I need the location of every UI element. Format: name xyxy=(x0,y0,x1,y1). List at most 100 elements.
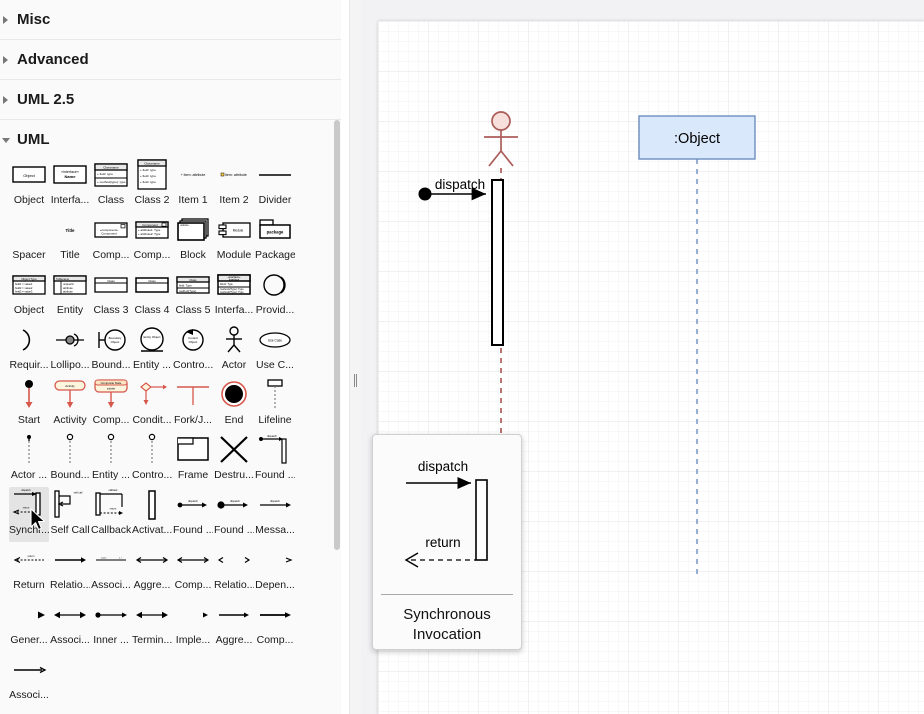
shape-label: Object xyxy=(13,304,45,316)
svg-text:Object: Object xyxy=(111,340,120,344)
shape-control-lifeline[interactable]: Contro... xyxy=(132,432,172,487)
shape-activation[interactable]: Activat... xyxy=(132,487,172,542)
shape-component-1[interactable]: «component» Component Comp... xyxy=(91,212,131,267)
shape-label: Self Call xyxy=(50,524,90,536)
self-call-icon: self call xyxy=(50,487,90,523)
shape-interface-2[interactable]: «interface» Interface field1: Type metho… xyxy=(214,267,254,322)
shape-actor[interactable]: Actor xyxy=(214,322,254,377)
shape-relationship-2[interactable]: Relatio... xyxy=(214,542,254,597)
shape-found-message-1[interactable]: dispatch Found ... xyxy=(173,487,213,542)
shape-lollipop[interactable]: Lollipo... xyxy=(50,322,90,377)
boundary-lifeline-icon xyxy=(50,432,90,468)
shape-package[interactable]: package Package xyxy=(255,212,295,267)
entity-object-icon: Entity Object xyxy=(132,322,172,358)
sidebar-scrollbar-track[interactable] xyxy=(333,0,341,714)
sidebar-section-uml[interactable]: UML xyxy=(0,120,341,160)
shape-label: Imple... xyxy=(175,634,211,646)
uml-shape-palette: Object Object «interface» Name Interfa..… xyxy=(0,157,341,714)
shape-dependency[interactable]: Depen... xyxy=(255,542,295,597)
shape-item-1[interactable]: + item: attribute Item 1 xyxy=(173,157,213,212)
shape-label: Module xyxy=(216,249,252,261)
shape-boundary-object[interactable]: Boundary Object Bound... xyxy=(91,322,131,377)
shape-aggregation-1[interactable]: Aggre... xyxy=(132,542,172,597)
shape-frame[interactable]: Frame xyxy=(173,432,213,487)
shape-association-3[interactable]: Associ... xyxy=(9,652,49,707)
shape-class-3[interactable]: Class Class 3 xyxy=(91,267,131,322)
shape-generalization[interactable]: Gener... xyxy=(9,597,49,652)
shape-activity[interactable]: Activity Activity xyxy=(50,377,90,432)
shape-composite-state[interactable]: Composite State subtitle Comp... xyxy=(91,377,131,432)
shape-block[interactable]: «block» Block xyxy=(173,212,213,267)
shape-found-message-2[interactable]: dispatch Found ... xyxy=(214,487,254,542)
actor-lifeline[interactable] xyxy=(484,111,518,440)
shape-interface[interactable]: «interface» Name Interfa... xyxy=(50,157,90,212)
shape-actor-lifeline[interactable]: Actor ... xyxy=(9,432,49,487)
svg-text:«interface»: «interface» xyxy=(228,275,241,279)
shape-condition[interactable]: Condit... xyxy=(132,377,172,432)
shape-entity-object[interactable]: Entity Object Entity ... xyxy=(132,322,172,377)
association3-arrow-icon xyxy=(9,652,49,688)
shape-label: Bound... xyxy=(91,359,131,371)
found-message-dispatch[interactable]: dispatch xyxy=(418,177,487,201)
shape-entity-lifeline[interactable]: Entity ... xyxy=(91,432,131,487)
shape-association-1[interactable]: name 1..* Associ... xyxy=(91,542,131,597)
shape-title[interactable]: Title Title xyxy=(50,212,90,267)
sidebar-section-uml25[interactable]: UML 2.5 xyxy=(0,80,341,120)
shape-required-interface[interactable]: Requir... xyxy=(9,322,49,377)
shape-use-case[interactable]: Use Case Use C... xyxy=(255,322,295,377)
shape-entity[interactable]: Tablename uniqueId attribute attribute E… xyxy=(50,267,90,322)
shape-end[interactable]: End xyxy=(214,377,254,432)
svg-text:item: attribute: item: attribute xyxy=(225,173,247,177)
shape-class-4[interactable]: Class Class 4 xyxy=(132,267,172,322)
shape-provided-interface[interactable]: Provid... xyxy=(255,267,295,322)
svg-text:+ method(type): type: + method(type): type xyxy=(97,180,126,184)
shape-label: Termin... xyxy=(132,634,172,646)
shape-destruction[interactable]: Destru... xyxy=(214,432,254,487)
shape-message[interactable]: dispatch Messa... xyxy=(255,487,295,542)
chevron-right-icon xyxy=(3,95,8,104)
sidebar-section-misc[interactable]: Misc xyxy=(0,0,341,40)
shape-fork-join[interactable]: Fork/J... xyxy=(173,377,213,432)
activation-bar[interactable] xyxy=(491,179,504,346)
shape-inner-class[interactable]: Inner ... xyxy=(91,597,131,652)
svg-text:dispatch: dispatch xyxy=(267,434,277,438)
object-lifeline[interactable]: :Object xyxy=(638,115,756,575)
shape-return[interactable]: return Return xyxy=(9,542,49,597)
shape-spacer[interactable]: Spacer xyxy=(9,212,49,267)
shape-label: Contro... xyxy=(132,469,172,481)
shape-composition-1[interactable]: Comp... xyxy=(173,542,213,597)
shape-object[interactable]: Object Object xyxy=(9,157,49,212)
shape-class-5[interactable]: Class field: Type method(Type) Class 5 xyxy=(173,267,213,322)
module-shape-icon: Module xyxy=(214,212,254,248)
composite-state-icon: Composite State subtitle xyxy=(91,377,131,413)
shape-association-2[interactable]: Associ... xyxy=(50,597,90,652)
svg-text:dispatch: dispatch xyxy=(230,499,240,503)
shape-synchronous-invocation[interactable]: dispatch return Synchr... xyxy=(9,487,49,542)
shape-module[interactable]: Module Module xyxy=(214,212,254,267)
sidebar-scrollbar-thumb[interactable] xyxy=(334,120,340,550)
svg-text:Entity Object: Entity Object xyxy=(143,335,160,339)
shape-implementation[interactable]: Imple... xyxy=(173,597,213,652)
shape-control-object[interactable]: Control Object Contro... xyxy=(173,322,213,377)
shape-relationship-1[interactable]: Relatio... xyxy=(50,542,90,597)
shape-object-type[interactable]: Object:Type field1 = value1 field2 = val… xyxy=(9,267,49,322)
shape-class[interactable]: Classname + field: type + method(type): … xyxy=(91,157,131,212)
shape-boundary-lifeline[interactable]: Bound... xyxy=(50,432,90,487)
svg-text:subtitle: subtitle xyxy=(107,387,116,391)
shape-aggregation-2[interactable]: Aggre... xyxy=(214,597,254,652)
shape-callback[interactable]: callback return Callback xyxy=(91,487,131,542)
svg-text:«block»: «block» xyxy=(180,223,189,227)
shape-component-2[interactable]: Component + attribute1: Type + attribute… xyxy=(132,212,172,267)
shape-class-2[interactable]: Classname + field: type + field: type + … xyxy=(132,157,172,212)
sidebar-section-advanced[interactable]: Advanced xyxy=(0,40,341,80)
shape-item-2[interactable]: item: attribute Item 2 xyxy=(214,157,254,212)
start-node-icon xyxy=(9,377,49,413)
shape-start[interactable]: Start xyxy=(9,377,49,432)
shape-divider[interactable]: Divider xyxy=(255,157,295,212)
shape-found-message[interactable]: dispatch Found ... xyxy=(255,432,295,487)
shape-termination[interactable]: Termin... xyxy=(132,597,172,652)
shape-self-call[interactable]: self call Self Call xyxy=(50,487,90,542)
shape-lifeline[interactable]: Lifeline xyxy=(255,377,295,432)
entity-shape-icon: Tablename uniqueId attribute attribute xyxy=(50,267,90,303)
shape-composition-2[interactable]: Comp... xyxy=(255,597,295,652)
